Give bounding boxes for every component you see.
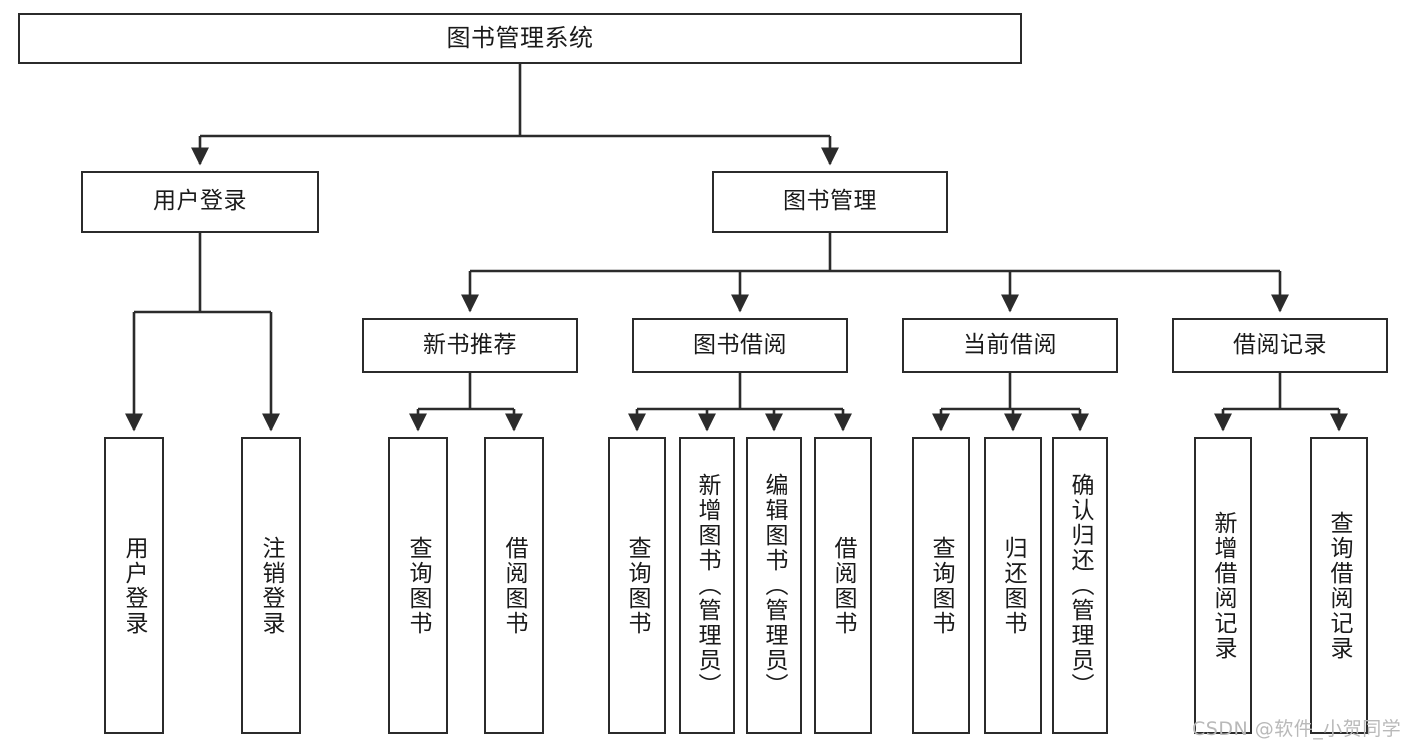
leaf-query-record[interactable]: 查询借阅记录 [1310, 437, 1368, 734]
leaf-query-book-1-label: 查询图书 [405, 535, 432, 636]
leaf-query-record-label: 查询借阅记录 [1326, 510, 1353, 661]
leaf-user-login[interactable]: 用户登录 [104, 437, 164, 734]
leaf-add-book[interactable]: 新增图书（管理员） [679, 437, 735, 734]
node-new-book-recommend-label: 新书推荐 [423, 331, 517, 358]
leaf-borrow-book-1[interactable]: 借阅图书 [484, 437, 544, 734]
leaf-add-record[interactable]: 新增借阅记录 [1194, 437, 1252, 734]
leaf-query-book-1[interactable]: 查询图书 [388, 437, 448, 734]
leaf-user-login-label: 用户登录 [121, 535, 148, 636]
leaf-edit-book-label: 编辑图书（管理员） [761, 473, 788, 698]
node-user-login[interactable]: 用户登录 [81, 171, 319, 233]
node-current-borrow-label: 当前借阅 [963, 331, 1057, 358]
node-book-borrow-label: 图书借阅 [693, 331, 787, 358]
csdn-watermark: CSDN @软件_小贺同学 [1192, 718, 1402, 740]
leaf-borrow-book-1-label: 借阅图书 [501, 535, 528, 636]
node-new-book-recommend[interactable]: 新书推荐 [362, 318, 578, 373]
node-user-login-label: 用户登录 [153, 188, 247, 215]
leaf-add-record-label: 新增借阅记录 [1210, 510, 1237, 661]
leaf-query-book-3-label: 查询图书 [928, 535, 955, 636]
leaf-logout[interactable]: 注销登录 [241, 437, 301, 734]
node-book-borrow[interactable]: 图书借阅 [632, 318, 848, 373]
node-book-management-label: 图书管理 [783, 188, 877, 215]
leaf-logout-label: 注销登录 [258, 535, 285, 636]
leaf-confirm-return[interactable]: 确认归还（管理员） [1052, 437, 1108, 734]
node-borrow-record[interactable]: 借阅记录 [1172, 318, 1388, 373]
leaf-return-book[interactable]: 归还图书 [984, 437, 1042, 734]
node-book-management[interactable]: 图书管理 [712, 171, 948, 233]
leaf-query-book-2-label: 查询图书 [624, 535, 651, 636]
leaf-query-book-3[interactable]: 查询图书 [912, 437, 970, 734]
leaf-confirm-return-label: 确认归还（管理员） [1067, 473, 1094, 698]
node-borrow-record-label: 借阅记录 [1233, 331, 1327, 358]
node-current-borrow[interactable]: 当前借阅 [902, 318, 1118, 373]
leaf-add-book-label: 新增图书（管理员） [694, 473, 721, 698]
leaf-edit-book[interactable]: 编辑图书（管理员） [746, 437, 802, 734]
leaf-return-book-label: 归还图书 [1000, 535, 1027, 636]
leaf-borrow-book-2-label: 借阅图书 [830, 535, 857, 636]
leaf-borrow-book-2[interactable]: 借阅图书 [814, 437, 872, 734]
leaf-query-book-2[interactable]: 查询图书 [608, 437, 666, 734]
node-root-label: 图书管理系统 [446, 24, 594, 53]
node-root[interactable]: 图书管理系统 [18, 13, 1022, 64]
